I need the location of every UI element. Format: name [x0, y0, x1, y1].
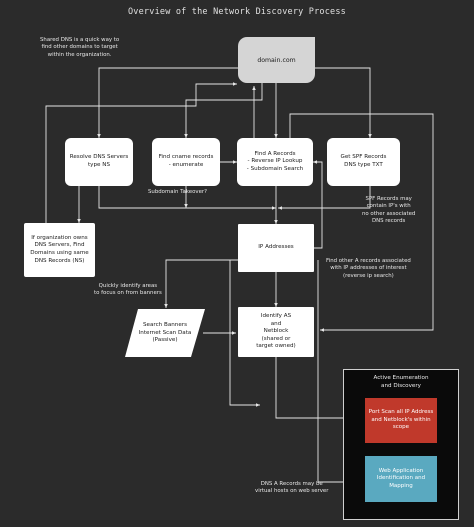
node-resolve-dns-line-2: type NS [87, 162, 110, 168]
node-search-banners-line-1: Search Banners [142, 322, 187, 329]
node-resolve-dns: Resolve DNS Servers type NS [65, 138, 133, 186]
node-find-a-line-2: - Reverse IP Lookup [247, 158, 303, 165]
panel-title-line-2: and Discovery [381, 382, 421, 389]
node-if-org-owns: If organization owns DNS Servers, Find D… [24, 223, 95, 277]
node-identify-as-line-3: Netblock [263, 328, 289, 335]
note-quickly-identify-line-1: Quickly identify areas [98, 283, 158, 289]
node-find-a-records: Find A Records - Reverse IP Lookup - Sub… [237, 138, 313, 186]
node-find-a-line-1: Find A Records [254, 150, 296, 157]
note-find-other-a-line-2: with IP addresses of interest [330, 265, 407, 272]
node-if-org-line-2: DNS Servers, Find [34, 242, 85, 249]
edge-banners-to-port-scan [229, 260, 260, 407]
node-identify-as-line-5: target owned) [256, 343, 296, 350]
node-find-cname: Find cname records - enumerate [152, 138, 220, 186]
note-quickly-identify: Quickly identify areas to focus on from … [94, 283, 162, 298]
note-shared-dns-line-3: within the organization. [47, 51, 112, 58]
node-ip-addresses-label: IP Addresses [258, 244, 294, 251]
node-if-org-line-4: DNS Records (NS) [34, 257, 85, 264]
node-get-spf: Get SPF Records DNS type TXT [327, 138, 400, 186]
note-subdomain-takeover-text: Subdomain Takeover? [148, 189, 207, 195]
note-spf-line-1: SPF Records may [365, 196, 412, 202]
node-web-app: Web Application Identification and Mappi… [365, 456, 437, 502]
edge-domain-to-resolve-dns [97, 67, 238, 138]
note-quickly-identify-line-2: to focus on from banners [94, 290, 162, 297]
node-identify-as-line-2: and [270, 320, 282, 327]
node-port-scan-line-1: Port Scan all IP Address [368, 409, 434, 416]
node-port-scan-line-3: scope [392, 424, 410, 431]
node-web-app-line-1: Web Application [378, 467, 424, 474]
note-find-other-a-line-1: Find other A records associated [326, 258, 411, 264]
note-find-other-a-line-3: (reverse ip search) [343, 272, 394, 279]
node-web-app-line-3: Mapping [389, 482, 413, 489]
node-find-cname-line-1: Find cname records [158, 154, 214, 161]
note-shared-dns-line-1: Shared DNS is a quick way to [40, 37, 120, 43]
edge-find-a-loop-top [289, 113, 434, 332]
panel-title: Active Enumeration and Discovery [344, 375, 458, 391]
node-find-a-line-3: - Subdomain Search [246, 165, 304, 172]
node-search-banners-shape [125, 309, 205, 357]
node-get-spf-line-1: Get SPF Records [340, 154, 387, 161]
active-enumeration-panel: Active Enumeration and Discovery Port Sc… [343, 369, 459, 520]
node-search-banners-line-2: Internet Scan Data [138, 329, 192, 336]
node-if-org-line-1: If organization owns [31, 234, 88, 241]
note-shared-dns: Shared DNS is a quick way to find other … [40, 37, 119, 59]
node-resolve-dns-line-1: Resolve DNS Servers [69, 154, 129, 161]
note-spf-line-3: no other associated [362, 210, 416, 217]
node-identify-as-line-4: (shared or [261, 335, 291, 342]
edge-domain-to-cname [184, 83, 263, 138]
diagram-title: Overview of the Network Discovery Proces… [127, 7, 346, 17]
note-subdomain-takeover: Subdomain Takeover? [148, 189, 207, 196]
node-search-banners: Search Banners Internet Scan Data (Passi… [128, 311, 202, 356]
edge-ip-to-find-a [313, 160, 323, 249]
node-identify-as: Identify AS and Netblock (shared or targ… [238, 307, 314, 357]
note-shared-dns-line-2: find other domains to target [41, 44, 118, 51]
node-port-scan: Port Scan all IP Address and Netblock's … [365, 398, 437, 443]
edge-if-org-to-domain [45, 82, 237, 223]
note-spf-records: SPF Records may contain IP's with no oth… [362, 196, 415, 225]
node-web-app-line-2: Identification and [376, 475, 426, 482]
note-spf-line-4: DNS records [371, 217, 406, 224]
note-dns-a-vhosts-line-2: virtual hosts on web server [255, 488, 329, 495]
node-find-cname-line-2: - enumerate [168, 162, 204, 168]
edge-domain-to-spf [315, 67, 372, 138]
node-get-spf-line-2: DNS type TXT [344, 162, 383, 168]
node-port-scan-line-2: and Netblock's within [371, 416, 431, 423]
note-dns-a-vhosts-line-1: DNS A Records may be [260, 481, 323, 487]
note-find-other-a: Find other A records associated with IP … [326, 258, 411, 280]
edge-resolve-to-ip [98, 186, 276, 210]
node-search-banners-line-3: (Passive) [152, 337, 178, 344]
node-domain: domain.com [238, 37, 315, 83]
node-if-org-line-3: Domains using same [30, 250, 89, 256]
note-spf-line-2: contain IP's with [366, 203, 411, 210]
node-ip-addresses: IP Addresses [238, 224, 314, 272]
edge-spf-to-ip [278, 186, 371, 210]
panel-title-line-1: Active Enumeration [373, 375, 429, 381]
node-identify-as-line-1: Identify AS [260, 313, 292, 320]
edge-ip-to-banners [164, 259, 238, 308]
note-dns-a-vhosts: DNS A Records may be virtual hosts on we… [255, 481, 328, 496]
edge-identify-as-to-port-scan [275, 357, 363, 420]
